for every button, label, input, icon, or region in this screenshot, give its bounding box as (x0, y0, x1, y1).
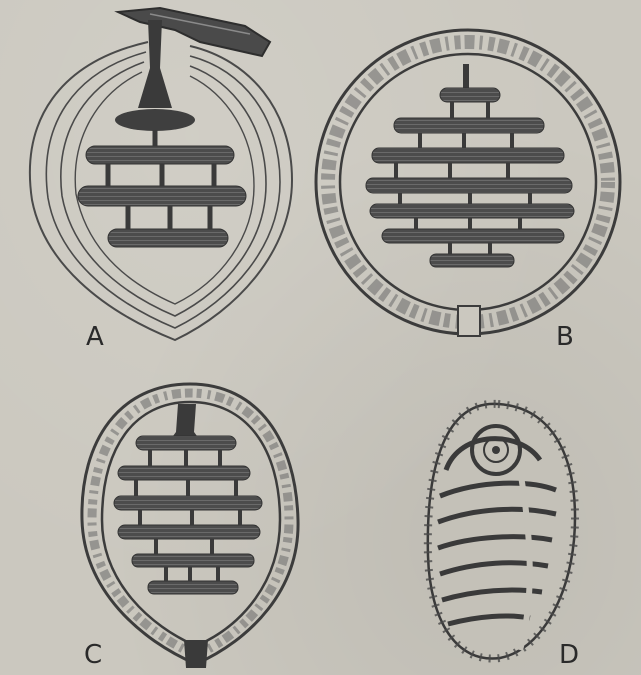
panel-a-drawing (30, 8, 292, 340)
panel-b-drawing (316, 30, 620, 336)
panel-label-c: C (84, 640, 102, 670)
panel-label-a: A (86, 322, 104, 352)
panel-c-drawing (82, 384, 298, 668)
panel-label-b: B (556, 322, 574, 352)
panel-d-drawing (428, 404, 575, 659)
panel-label-d: D (559, 640, 579, 670)
